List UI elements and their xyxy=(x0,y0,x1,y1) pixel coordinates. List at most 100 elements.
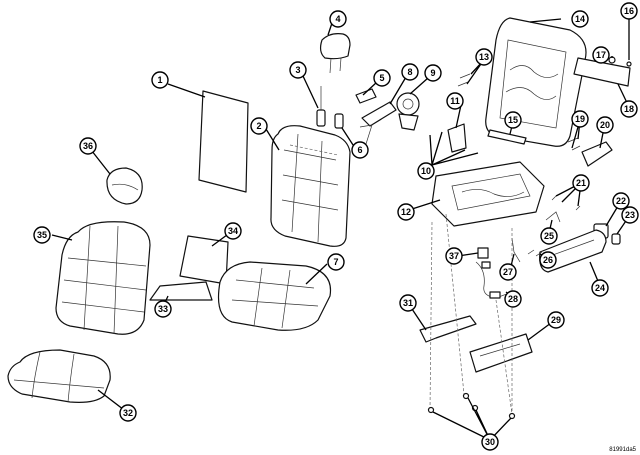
svg-text:34: 34 xyxy=(228,226,238,236)
part-8-recliner-handle xyxy=(359,101,397,145)
part-16-fastener xyxy=(626,61,632,67)
part-4-headrest xyxy=(319,33,351,74)
figure-reference-code: 81991da5 xyxy=(609,447,636,453)
part-27-wire xyxy=(511,237,521,263)
part-23-switch-knob xyxy=(611,233,621,245)
part-25-bracket xyxy=(545,211,561,223)
svg-text:27: 27 xyxy=(503,267,513,277)
svg-text:32: 32 xyxy=(123,408,133,418)
part-11-hinge-bracket xyxy=(447,123,467,153)
svg-text:18: 18 xyxy=(624,104,634,114)
callout-34: 34 xyxy=(224,222,242,240)
callout-33: 33 xyxy=(154,300,172,318)
svg-text:9: 9 xyxy=(430,68,435,78)
callout-4: 4 xyxy=(329,10,347,28)
part-3-headrest-guide xyxy=(316,86,326,127)
callout-19: 19 xyxy=(571,110,589,128)
part-2-seatback-cushion xyxy=(270,125,351,247)
callout-13: 13 xyxy=(475,48,493,66)
svg-text:25: 25 xyxy=(544,231,554,241)
svg-text:2: 2 xyxy=(256,121,261,131)
svg-text:22: 22 xyxy=(616,196,626,206)
svg-text:16: 16 xyxy=(624,6,634,16)
callout-5: 5 xyxy=(373,69,391,87)
part-14-seatback-frame xyxy=(485,17,587,147)
svg-text:7: 7 xyxy=(333,257,338,267)
callout-2: 2 xyxy=(250,117,268,135)
svg-text:6: 6 xyxy=(357,145,362,155)
part-6-headrest-guide xyxy=(334,113,344,129)
callout-18: 18 xyxy=(620,100,638,118)
callout-35: 35 xyxy=(33,226,51,244)
svg-text:33: 33 xyxy=(158,304,168,314)
part-9-recliner xyxy=(396,92,420,131)
svg-text:11: 11 xyxy=(450,96,460,106)
callout-22: 22 xyxy=(612,192,630,210)
callout-10: 10 xyxy=(417,162,435,180)
callout-29: 29 xyxy=(547,311,565,329)
callout-16: 16 xyxy=(620,2,638,20)
callout-6: 6 xyxy=(351,141,369,159)
svg-text:37: 37 xyxy=(449,251,459,261)
svg-text:1: 1 xyxy=(157,75,162,85)
svg-text:35: 35 xyxy=(37,230,47,240)
svg-text:20: 20 xyxy=(600,120,610,130)
svg-text:14: 14 xyxy=(575,14,585,24)
svg-text:3: 3 xyxy=(295,65,300,75)
part-7-seat-cushion xyxy=(217,261,332,331)
svg-text:12: 12 xyxy=(401,207,411,217)
svg-text:15: 15 xyxy=(508,115,518,125)
callout-28: 28 xyxy=(504,290,522,308)
part-20-side-shield xyxy=(581,141,613,167)
callouts-layer: 1 2 3 4 5 6 7 8 9 10 11 12 13 14 15 16 1… xyxy=(33,2,639,451)
part-13-clips xyxy=(457,73,471,87)
callout-26: 26 xyxy=(539,251,557,269)
callout-31: 31 xyxy=(399,294,417,312)
part-28-wiring-harness xyxy=(475,261,513,299)
part-37-connector xyxy=(477,247,489,259)
callout-17: 17 xyxy=(592,46,610,64)
part-1-rear-panel xyxy=(198,90,249,193)
svg-text:28: 28 xyxy=(508,294,518,304)
callout-32: 32 xyxy=(119,404,137,422)
callout-15: 15 xyxy=(504,111,522,129)
svg-text:23: 23 xyxy=(625,210,635,220)
svg-text:21: 21 xyxy=(576,178,586,188)
callout-21: 21 xyxy=(572,174,590,192)
part-34-heater-pad xyxy=(179,235,229,285)
part-18-rear-bracket xyxy=(573,57,631,87)
callout-20: 20 xyxy=(596,116,614,134)
callout-3: 3 xyxy=(289,61,307,79)
svg-text:13: 13 xyxy=(479,52,489,62)
callout-12: 12 xyxy=(397,203,415,221)
svg-text:17: 17 xyxy=(596,50,606,60)
svg-text:19: 19 xyxy=(575,114,585,124)
callout-27: 27 xyxy=(499,263,517,281)
callout-36: 36 xyxy=(79,137,97,155)
callout-1: 1 xyxy=(151,71,169,89)
part-32-seat-cover xyxy=(7,349,111,403)
callout-14: 14 xyxy=(571,10,589,28)
callout-8: 8 xyxy=(401,63,419,81)
part-36-armrest-cap xyxy=(106,167,143,205)
callout-9: 9 xyxy=(424,64,442,82)
svg-text:10: 10 xyxy=(421,166,431,176)
part-19-clips xyxy=(567,137,581,151)
svg-text:8: 8 xyxy=(407,67,412,77)
part-33-heater-pad-lower xyxy=(149,281,213,301)
part-35-seatback-cover xyxy=(55,221,151,335)
svg-text:24: 24 xyxy=(595,283,605,293)
part-31-track-bracket xyxy=(419,315,477,343)
part-12-seat-frame xyxy=(431,161,545,227)
svg-text:31: 31 xyxy=(403,298,413,308)
parts-layer xyxy=(7,17,632,420)
callout-30: 30 xyxy=(481,433,499,451)
part-26-clips xyxy=(527,249,543,257)
svg-text:26: 26 xyxy=(543,255,553,265)
callout-25: 25 xyxy=(540,227,558,245)
svg-text:36: 36 xyxy=(83,141,93,151)
part-15-strap xyxy=(487,129,527,145)
svg-text:5: 5 xyxy=(379,73,384,83)
svg-text:29: 29 xyxy=(551,315,561,325)
